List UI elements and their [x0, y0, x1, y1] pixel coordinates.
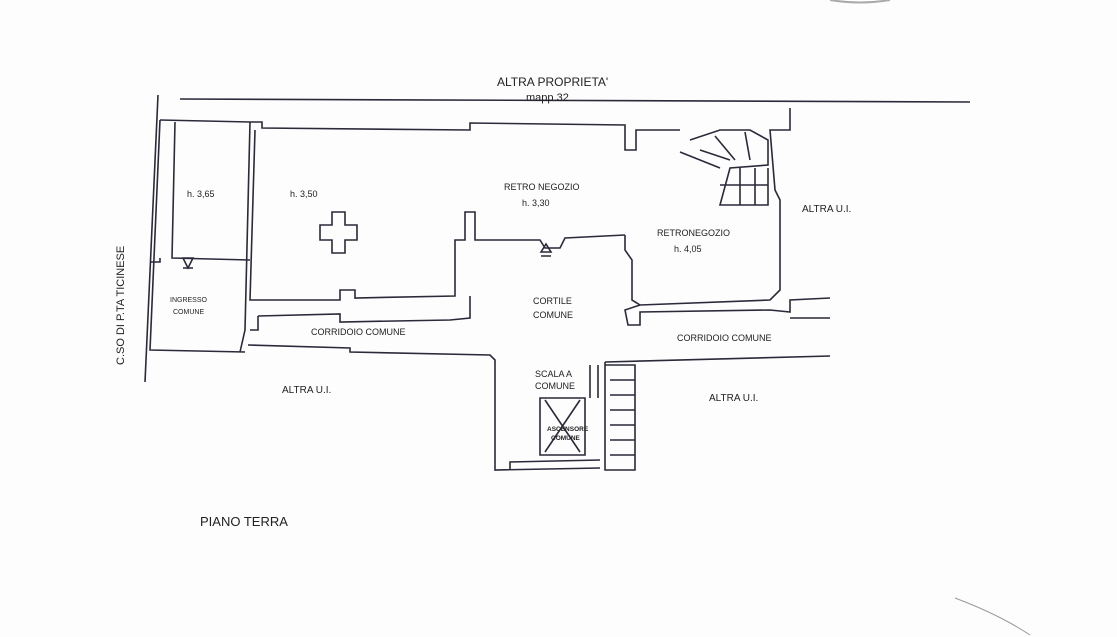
scan-mark-top [829, 0, 891, 4]
scala-label-2: COMUNE [535, 381, 575, 391]
ascensore-label-2: COMUNE [551, 435, 581, 442]
ingresso-label-2: COMUNE [173, 309, 204, 316]
altra-ui-left: ALTRA U.I. [282, 385, 331, 396]
retro-negozio-height: h. 3,30 [522, 198, 550, 208]
corridoio-right-label: CORRIDOIO COMUNE [677, 333, 772, 343]
ascensore-label: ASCENSORE [547, 426, 589, 433]
street-label: C.SO DI P.TA TICINESE [115, 246, 127, 365]
neighbor-top-ref: mapp.32 [526, 92, 569, 104]
retronegozio-label: RETRONEGOZIO [657, 228, 730, 238]
retro-negozio-label: RETRO NEGOZIO [504, 182, 580, 192]
corridoio-left-label: CORRIDOIO COMUNE [311, 327, 406, 337]
room2-height: h. 3,50 [290, 189, 318, 199]
retronegozio-height: h. 4,05 [674, 244, 702, 254]
door-symbols [181, 242, 553, 270]
ingresso-label: INGRESSO [170, 297, 208, 304]
walls [144, 94, 971, 471]
scan-mark [954, 597, 1031, 636]
cortile-label: CORTILE [533, 296, 572, 306]
altra-ui-right-bottom: ALTRA U.I. [709, 393, 758, 404]
scala-label: SCALA A [535, 369, 572, 379]
cortile-label-2: COMUNE [533, 310, 573, 320]
neighbor-top-label: ALTRA PROPRIETA' [497, 75, 608, 89]
room1-height: h. 3,65 [187, 189, 215, 199]
altra-ui-right-top: ALTRA U.I. [802, 204, 851, 215]
floor-title: PIANO TERRA [200, 514, 288, 529]
